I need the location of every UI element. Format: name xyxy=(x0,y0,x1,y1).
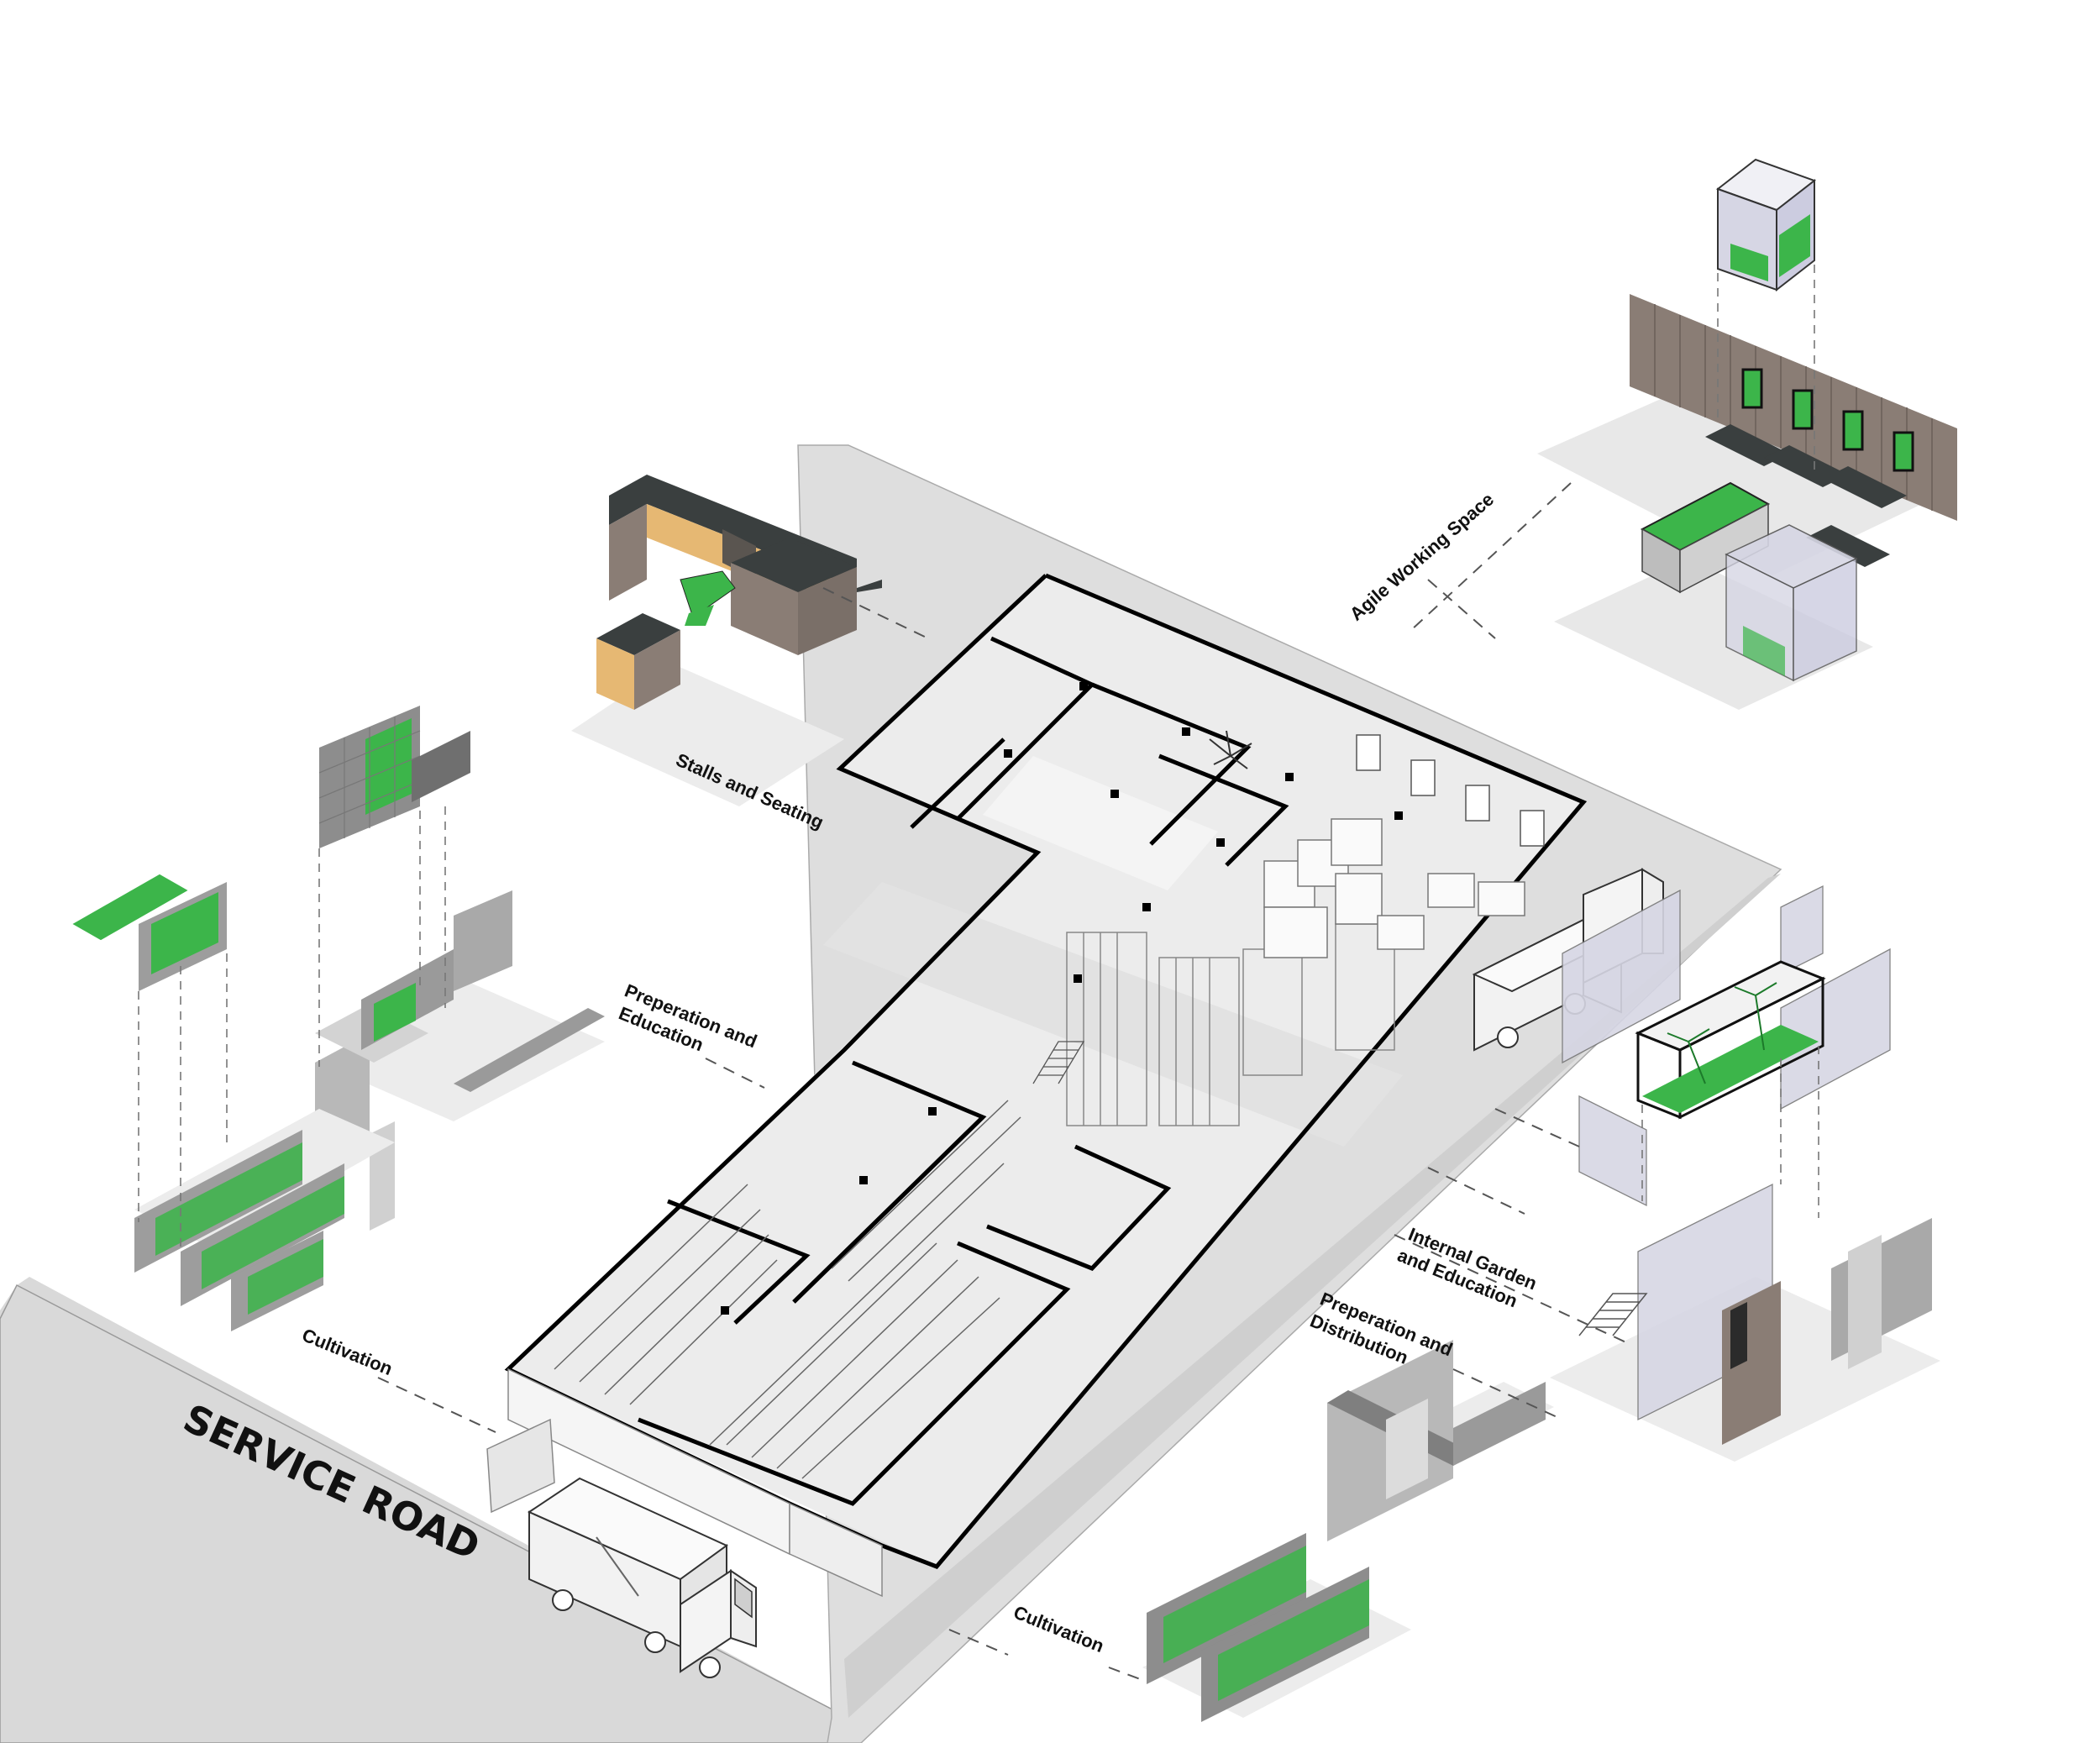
leader-lines xyxy=(377,482,1630,1681)
agile-working-space-module xyxy=(1537,158,1957,710)
preparation-education-module xyxy=(315,706,605,1231)
tree-icon xyxy=(1209,730,1252,769)
cultivation-bottom-label: Cultivation xyxy=(1011,1601,1107,1656)
cultivation-module-bottom xyxy=(1142,1533,1411,1722)
agile-working-space-label: Agile Working Space xyxy=(1346,489,1498,625)
preparation-distribution-module xyxy=(1327,1340,1554,1541)
delivery-truck-icon xyxy=(527,1477,757,1678)
internal-garden-module xyxy=(1550,885,1940,1462)
cultivation-module-left xyxy=(70,873,395,1331)
stalls-and-seating-module xyxy=(571,475,882,806)
main-building-plan xyxy=(486,573,1588,1598)
cultivation-left-label: Cultivation xyxy=(299,1324,396,1379)
